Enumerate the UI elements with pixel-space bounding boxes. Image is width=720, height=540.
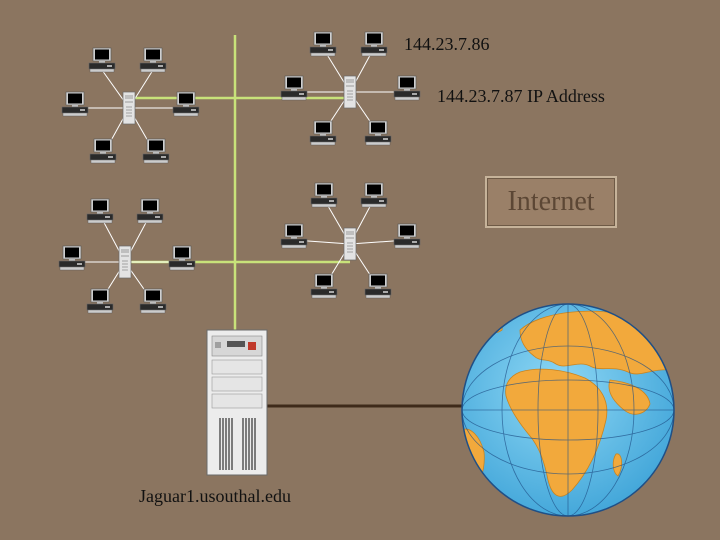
- server-name-label: Jaguar1.usouthal.edu: [139, 486, 291, 506]
- desktop-computer-icon: [280, 223, 308, 249]
- ip-address-primary-label: 144.23.7.86: [404, 34, 490, 54]
- desktop-computer-icon: [136, 198, 164, 224]
- desktop-computer-icon: [280, 75, 308, 101]
- desktop-computer-icon: [58, 245, 86, 271]
- desktop-computer-icon: [86, 288, 114, 314]
- tower-server-icon: [118, 245, 132, 279]
- desktop-computer-icon: [393, 223, 421, 249]
- internet-box: Internet: [485, 176, 617, 228]
- globe-icon: [461, 303, 675, 517]
- desktop-computer-icon: [139, 288, 167, 314]
- desktop-computer-icon: [364, 273, 392, 299]
- desktop-computer-icon: [309, 31, 337, 57]
- desktop-computer-icon: [310, 273, 338, 299]
- tower-server-icon: [343, 75, 357, 109]
- desktop-computer-icon: [360, 182, 388, 208]
- desktop-computer-icon: [309, 120, 337, 146]
- desktop-computer-icon: [172, 91, 200, 117]
- ip-address-secondary-label: 144.23.7.87 IP Address: [437, 86, 605, 106]
- desktop-computer-icon: [364, 120, 392, 146]
- tower-server-icon: [122, 91, 136, 125]
- desktop-computer-icon: [310, 182, 338, 208]
- desktop-computer-icon: [89, 138, 117, 164]
- hub-servers: [118, 75, 357, 279]
- desktop-computer-icon: [168, 245, 196, 271]
- desktop-computer-icon: [142, 138, 170, 164]
- workstations: [58, 31, 421, 314]
- desktop-computer-icon: [86, 198, 114, 224]
- internet-label: Internet: [507, 186, 595, 217]
- desktop-computer-icon: [393, 75, 421, 101]
- desktop-computer-icon: [88, 47, 116, 73]
- main-server-icon: [206, 329, 268, 476]
- desktop-computer-icon: [61, 91, 89, 117]
- desktop-computer-icon: [360, 31, 388, 57]
- tower-server-icon: [343, 227, 357, 261]
- desktop-computer-icon: [139, 47, 167, 73]
